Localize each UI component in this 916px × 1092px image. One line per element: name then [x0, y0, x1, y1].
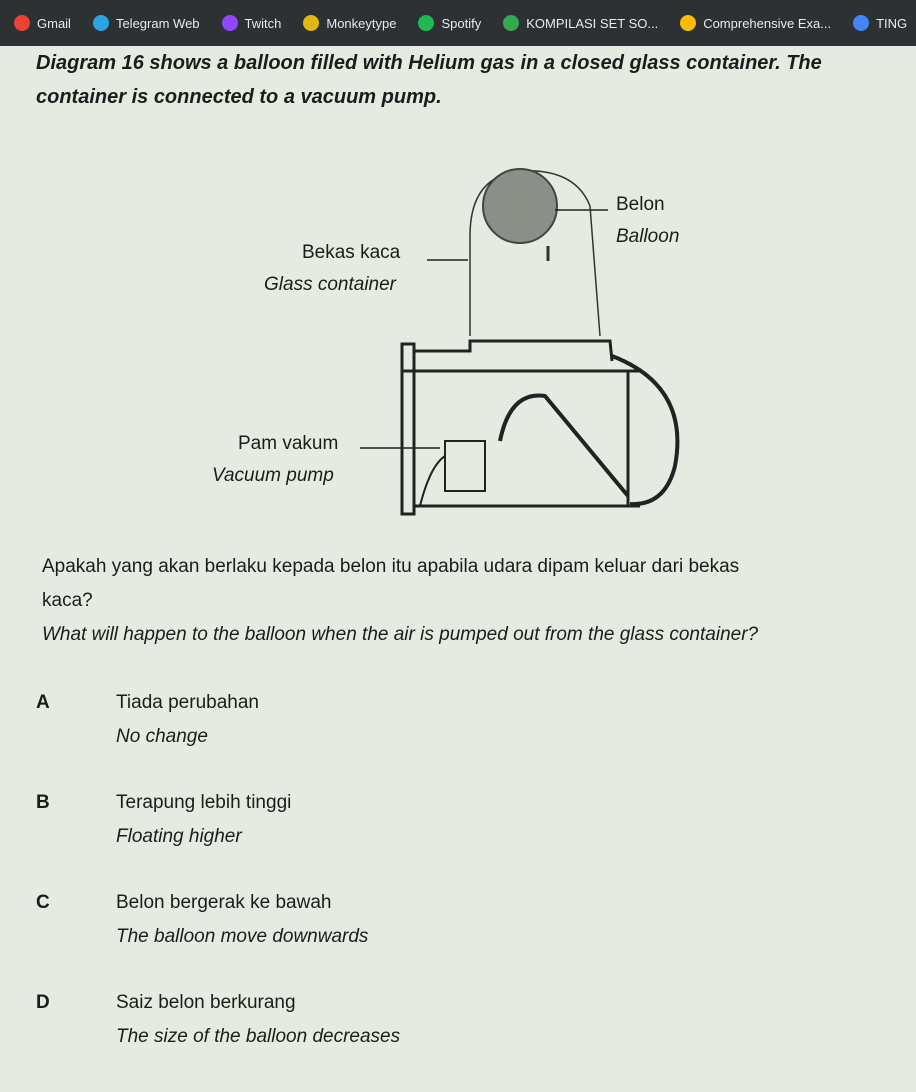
bookmark-label: Twitch: [244, 15, 282, 31]
option-text-en: Floating higher: [116, 826, 242, 847]
option-text-ms: Saiz belon berkurang: [116, 992, 296, 1013]
bookmark-label: TING: [876, 15, 908, 31]
monkeytype-icon: [303, 15, 320, 31]
label-bekas-kaca: Bekas kaca: [302, 242, 401, 263]
option-letter: C: [36, 892, 50, 913]
document: Diagram 16 shows a balloon filled with H…: [0, 46, 916, 1092]
bookmark-label: Gmail: [37, 15, 71, 31]
option-letter: B: [36, 792, 50, 813]
intro-line-2: container is connected to a vacuum pump.: [36, 86, 442, 108]
question-ms-line-2: kaca?: [42, 590, 93, 611]
gmail-icon: [14, 15, 30, 31]
label-glass-container: Glass container: [264, 274, 397, 295]
bookmark-0[interactable]: Gmail: [14, 15, 71, 31]
google-drive-icon: [680, 15, 697, 31]
bookmarks-bar: Gmail Telegram Web Twitch Monkeytype Spotify…: [0, 0, 916, 46]
option-text-ms: Tiada perubahan: [116, 692, 259, 713]
bookmark-5[interactable]: KOMPILASI SET SO...: [503, 15, 658, 31]
bookmark-label: Spotify: [441, 15, 482, 31]
option-text-ms: Terapung lebih tinggi: [116, 792, 292, 813]
bookmark-label: Comprehensive Exa...: [703, 15, 832, 31]
option-text-en: No change: [116, 726, 208, 747]
label-balloon: Balloon: [616, 226, 680, 247]
bookmark-3[interactable]: Monkeytype: [303, 15, 396, 31]
question-en: What will happen to the balloon when the…: [42, 624, 759, 645]
bookmark-label: Monkeytype: [326, 15, 397, 31]
bookmark-label: KOMPILASI SET SO...: [526, 15, 659, 31]
option-letter: D: [36, 992, 50, 1013]
option-text-en: The size of the balloon decreases: [116, 1026, 401, 1047]
balloon: [482, 168, 558, 244]
question-ms-line-1: Apakah yang akan berlaku kepada belon it…: [42, 556, 740, 577]
google-drive-icon: [853, 15, 870, 31]
google-drive-icon: [503, 15, 520, 31]
twitch-icon: [221, 15, 238, 31]
vacuum-pump-stand: [400, 339, 680, 516]
label-vacuum-pump: Vacuum pump: [212, 465, 334, 486]
bookmark-7[interactable]: TING: [853, 15, 907, 31]
intro-line-1: Diagram 16 shows a balloon filled with H…: [36, 52, 822, 74]
option-text-en: The balloon move downwards: [116, 926, 369, 947]
label-pam-vakum: Pam vakum: [238, 433, 339, 454]
telegram-icon: [92, 15, 109, 31]
option-text-ms: Belon bergerak ke bawah: [116, 892, 332, 913]
label-belon: Belon: [616, 194, 665, 215]
bookmark-4[interactable]: Spotify: [418, 15, 481, 31]
bookmark-label: Telegram Web: [115, 15, 200, 31]
spotify-icon: [418, 15, 435, 31]
bookmark-6[interactable]: Comprehensive Exa...: [680, 15, 831, 31]
bookmark-1[interactable]: Telegram Web: [92, 15, 200, 31]
diagram: [360, 168, 680, 516]
option-letter: A: [36, 692, 50, 713]
bookmark-2[interactable]: Twitch: [221, 15, 282, 31]
